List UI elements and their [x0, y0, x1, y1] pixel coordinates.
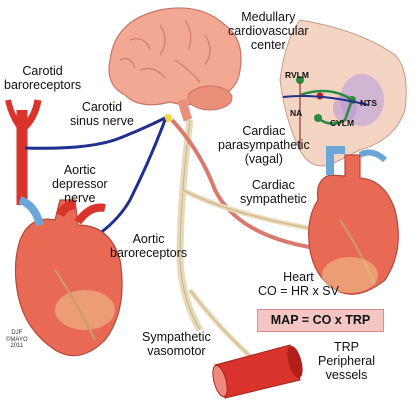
- brain: [108, 7, 242, 122]
- trp-vessels-line-2: Peripheral: [318, 354, 375, 368]
- carotid-baroreceptors-line-2: baroreceptors: [4, 78, 82, 92]
- carotid-baroreceptors-label: Carotid baroreceptors: [4, 64, 81, 92]
- heart-right: [308, 146, 399, 295]
- aortic-depressor-nerve-label: Aortic depressor nerve: [52, 163, 108, 205]
- sympathetic-vasomotor-line-1: Sympathetic: [142, 330, 211, 344]
- aortic-depressor-line-2: depressor: [52, 177, 108, 191]
- cardiac-parasympathetic-label: Cardiac parasympathetic (vagal): [218, 124, 310, 166]
- copyright-credit: DJF ©MAYO 2011: [6, 330, 28, 350]
- heart-left: [14, 196, 123, 357]
- trp-vessels-line-3: vessels: [325, 368, 368, 382]
- cardiac-sympathetic-line-1: Cardiac: [251, 178, 295, 192]
- cardiac-parasympathetic-line-1: Cardiac: [242, 124, 286, 138]
- medulla-section: [279, 19, 407, 167]
- na-label: NA: [290, 108, 303, 118]
- trp-vessels-line-1: TRP: [333, 340, 359, 354]
- aortic-depressor-line-3: nerve: [64, 191, 96, 205]
- heart-eq-line-2: CO = HR x SV: [258, 284, 339, 298]
- medullary-line-2: cardiovascular: [228, 24, 309, 38]
- sympathetic-vasomotor-line-2: vasomotor: [147, 344, 206, 358]
- cardiac-sympathetic-label: Cardiac sympathetic: [240, 178, 307, 206]
- carotid-sinus-nerve-path: [24, 116, 166, 150]
- heart-eq-line-1: Heart: [283, 270, 314, 284]
- trp-vessels-label: TRP Peripheral vessels: [318, 340, 375, 382]
- cardiac-parasympathetic-line-3: (vagal): [244, 152, 283, 166]
- credit-line-1: DJF: [11, 330, 23, 336]
- credit-line-2: ©MAYO: [6, 336, 28, 343]
- nts-label: NTS: [360, 98, 377, 108]
- cardiac-sympathetic-line-2: sympathetic: [240, 192, 307, 206]
- map-formula-box: MAP = CO x TRP: [257, 309, 384, 332]
- rvlm-label: RVLM: [285, 70, 309, 80]
- medullary-label: Medullary cardiovascular center: [228, 10, 309, 52]
- peripheral-vessel: [212, 344, 303, 399]
- aortic-baroreceptors-line-2: baroreceptors: [110, 246, 188, 260]
- aortic-baroreceptors-line-1: Aortic: [132, 232, 165, 246]
- cvlm-dot: [314, 114, 322, 122]
- carotid-baroreceptors-line-1: Carotid: [22, 64, 63, 78]
- carotid-artery: [5, 99, 42, 205]
- medullary-line-1: Medullary: [241, 10, 296, 24]
- credit-line-3: 2011: [10, 343, 24, 349]
- brainstem-target-dot: [164, 114, 172, 122]
- cardiac-parasympathetic-line-2: parasympathetic: [218, 138, 310, 152]
- medullary-line-3: center: [250, 38, 286, 52]
- aortic-depressor-line-1: Aortic: [63, 163, 96, 177]
- sympathetic-vasomotor-label: Sympathetic vasomotor: [142, 330, 211, 358]
- carotid-sinus-nerve-label: Carotid sinus nerve: [70, 100, 134, 128]
- aortic-baroreceptors-label: Aortic baroreceptors: [110, 232, 187, 260]
- heart-equation-label: Heart CO = HR x SV: [258, 270, 339, 298]
- cvlm-label: CVLM: [330, 118, 355, 128]
- carotid-sinus-nerve-line-1: Carotid: [81, 100, 123, 114]
- vagal-efferent-path: [170, 118, 331, 252]
- carotid-sinus-nerve-line-2: sinus nerve: [70, 114, 134, 128]
- rvlm-dot: [296, 76, 304, 84]
